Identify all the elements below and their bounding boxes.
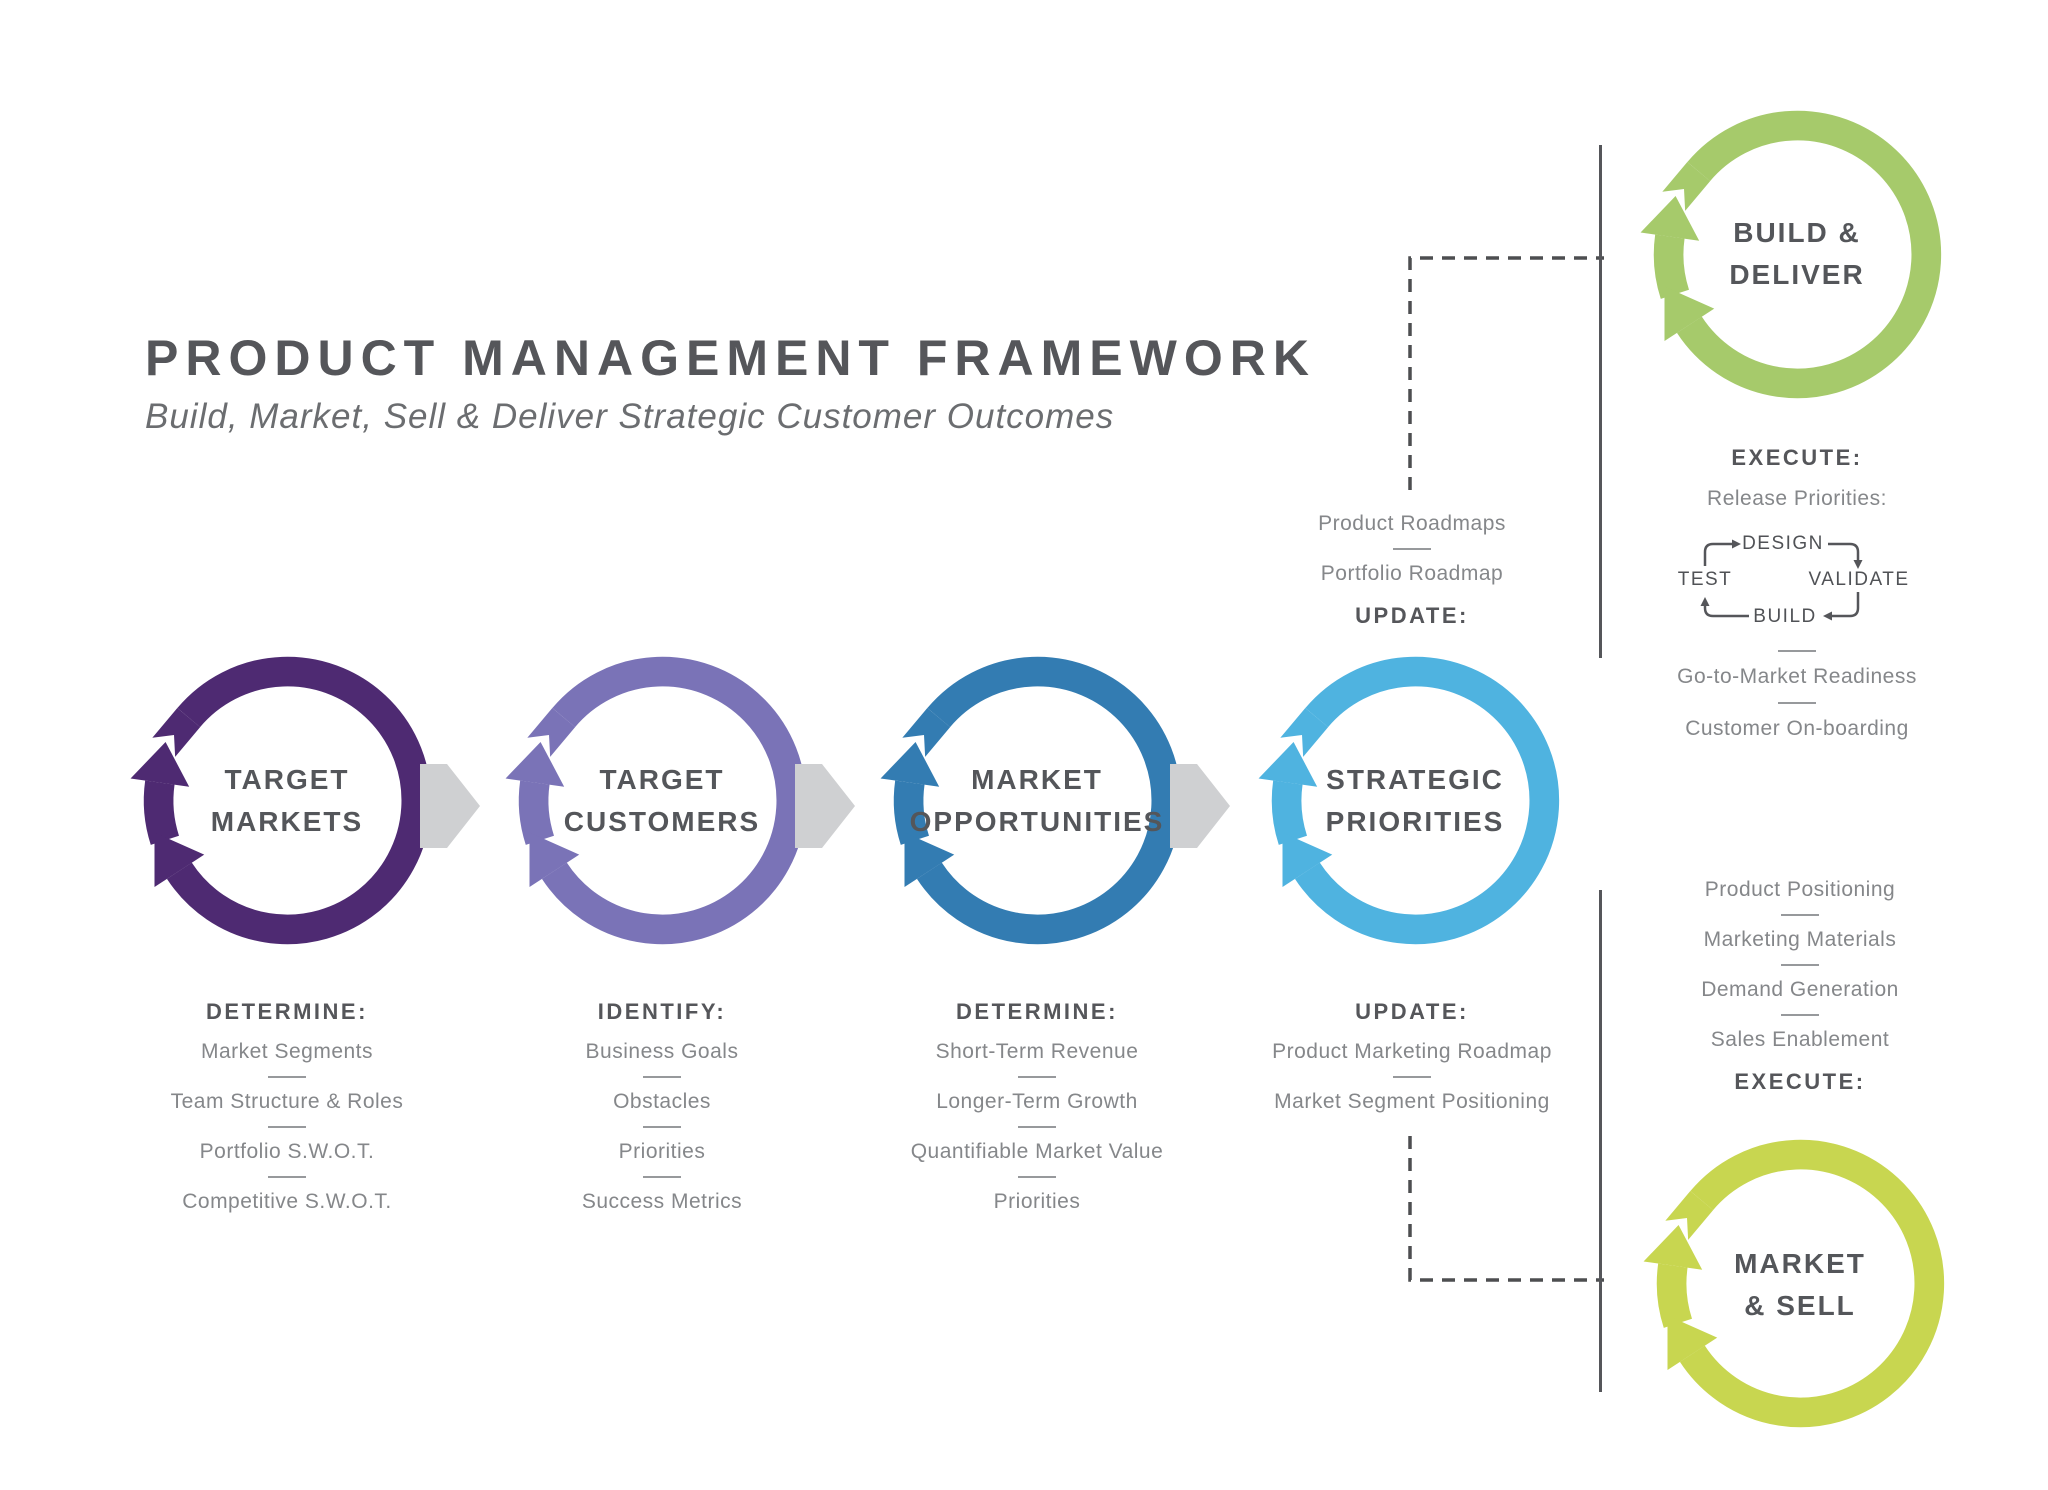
strategic-priorities-cycle-icon [1258, 656, 1560, 945]
list-item: Priorities [618, 1140, 706, 1163]
strategic-priorities-label: STRATEGIC PRIORITIES [1205, 759, 1625, 843]
list-item: Product Positioning [1704, 878, 1896, 901]
execute-header: EXECUTE: [1731, 445, 1863, 470]
section-header: UPDATE: [1355, 999, 1469, 1024]
list-item: Customer On-boarding [1685, 717, 1909, 740]
dashed-connector-up [1408, 256, 1604, 490]
list-item: Sales Enablement [1710, 1028, 1890, 1051]
label-line: MARKET [971, 764, 1103, 795]
list-item: Short-Term Revenue [935, 1040, 1139, 1063]
iteration-loop-arrows-icon [1700, 539, 1863, 621]
target-customers-cycle-icon [505, 656, 807, 945]
roadmap-update-block: Product Roadmaps Portfolio Roadmap UPDAT… [1242, 511, 1582, 628]
divider [1393, 548, 1431, 550]
dashed-connector-down [1408, 1136, 1604, 1282]
list-item: Demand Generation [1701, 978, 1899, 1001]
label-line: PRIORITIES [1325, 806, 1505, 837]
list-item: Portfolio Roadmap [1320, 562, 1504, 585]
label-line: BUILD & [1733, 217, 1861, 248]
divider [268, 1076, 306, 1078]
list-item: Market Segment Positioning [1274, 1090, 1550, 1113]
section-header: IDENTIFY: [597, 999, 727, 1024]
label-line: TARGET [599, 764, 725, 795]
label-line: DELIVER [1729, 259, 1865, 290]
cycle-step-build: BUILD [1753, 606, 1817, 627]
label-line: TARGET [224, 764, 350, 795]
target-customers-label: TARGET CUSTOMERS [452, 759, 872, 843]
cycle-step-validate: VALIDATE [1808, 569, 1910, 590]
list-item: Product Roadmaps [1318, 512, 1506, 535]
list-item: Business Goals [585, 1040, 739, 1063]
target-markets-label: TARGET MARKETS [77, 759, 497, 843]
list-item: Priorities [993, 1190, 1081, 1213]
list-item: Longer-Term Growth [936, 1090, 1138, 1113]
list-item: Portfolio S.W.O.T. [199, 1140, 375, 1163]
market-opportunities-label: MARKET OPPORTUNITIES [827, 759, 1247, 843]
divider [268, 1126, 306, 1128]
vertical-rule-bottom [1599, 890, 1602, 1392]
target-customers-section: IDENTIFY: Business Goals Obstacles Prior… [462, 1000, 862, 1215]
strategic-priorities-section: UPDATE: Product Marketing Roadmap Market… [1212, 1000, 1612, 1115]
divider [1393, 1076, 1431, 1078]
label-line: MARKET [1734, 1248, 1866, 1279]
list-item: Success Metrics [581, 1190, 743, 1213]
list-item: Market Segments [200, 1040, 374, 1063]
vertical-rule-top [1599, 145, 1602, 658]
list-item: Competitive S.W.O.T. [182, 1190, 392, 1213]
cycle-step-design: DESIGN [1742, 533, 1824, 554]
execute-header: EXECUTE: [1734, 1069, 1866, 1094]
divider [1781, 964, 1819, 966]
divider [1781, 1014, 1819, 1016]
divider [1778, 702, 1816, 704]
list-item: Team Structure & Roles [170, 1090, 404, 1113]
divider [1018, 1126, 1056, 1128]
cycle-step-test: TEST [1677, 569, 1733, 590]
page-subtitle: Build, Market, Sell & Deliver Strategic … [145, 397, 1115, 436]
divider [643, 1126, 681, 1128]
target-markets-cycle-icon [130, 656, 432, 945]
page-title: PRODUCT MANAGEMENT FRAMEWORK [145, 330, 1316, 386]
list-item: Quantifiable Market Value [910, 1140, 1164, 1163]
list-item: Obstacles [613, 1090, 711, 1113]
section-header: DETERMINE: [956, 999, 1118, 1024]
divider [1781, 914, 1819, 916]
section-header: UPDATE: [1355, 603, 1469, 628]
market-opportunities-section: DETERMINE: Short-Term Revenue Longer-Ter… [837, 1000, 1237, 1215]
list-item: Marketing Materials [1703, 928, 1897, 951]
label-line: MARKETS [210, 806, 364, 837]
target-markets-section: DETERMINE: Market Segments Team Structur… [87, 1000, 487, 1215]
list-item: Go-to-Market Readiness [1677, 665, 1917, 688]
label-line: OPPORTUNITIES [909, 806, 1165, 837]
divider [1018, 1076, 1056, 1078]
release-priorities-label: Release Priorities: [1707, 487, 1887, 510]
label-line: & SELL [1744, 1290, 1856, 1321]
label-line: CUSTOMERS [563, 806, 761, 837]
divider [1018, 1176, 1056, 1178]
divider [643, 1076, 681, 1078]
label-line: STRATEGIC [1326, 764, 1504, 795]
build-deliver-cycle-icon [1640, 110, 1942, 399]
divider [643, 1176, 681, 1178]
build-deliver-label: BUILD & DELIVER [1587, 212, 2007, 296]
market-opportunities-cycle-icon [880, 656, 1182, 945]
section-header: DETERMINE: [206, 999, 368, 1024]
divider [268, 1176, 306, 1178]
market-sell-section: Product Positioning Marketing Materials … [1600, 877, 2000, 1094]
divider [1778, 650, 1816, 652]
market-sell-label: MARKET & SELL [1590, 1243, 2010, 1327]
market-sell-cycle-icon [1643, 1139, 1945, 1428]
list-item: Product Marketing Roadmap [1272, 1040, 1552, 1063]
